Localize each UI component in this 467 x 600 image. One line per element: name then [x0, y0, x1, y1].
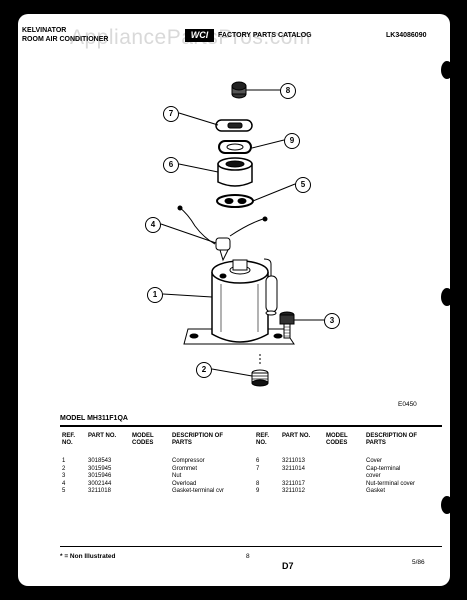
- ref-cell: 6: [256, 458, 260, 464]
- codes-cell: [130, 488, 170, 496]
- callout-9: 9: [284, 133, 300, 149]
- codes-cell: [324, 481, 364, 489]
- part-cell: 3002144: [88, 480, 112, 487]
- catalog-number: LK34086090: [386, 32, 427, 39]
- parts-table-left: REF. NO. PART NO. MODEL CODES DESCRIPTIO…: [60, 433, 238, 496]
- product-type: ROOM AIR CONDITIONER: [22, 36, 109, 43]
- callout-5: 5: [295, 177, 311, 193]
- part-4-overload: [177, 205, 268, 262]
- codes-cell: [324, 473, 364, 481]
- codes-cell: [130, 466, 170, 474]
- table-row: 4 3002144 Overload: [60, 481, 238, 489]
- codes-cell: [130, 481, 170, 489]
- wci-logo: WCI: [185, 29, 214, 42]
- part-3-bolt: [279, 311, 295, 339]
- part-6-cover: [217, 157, 253, 187]
- table-row: 9 3211012 Gasket: [254, 488, 432, 496]
- part-cell: 3018543: [88, 458, 112, 464]
- header-model-codes: MODEL CODES: [326, 433, 348, 446]
- header-part-no: PART NO.: [282, 433, 311, 439]
- part-cell: 3211013: [282, 458, 305, 464]
- desc-cell: Nut-terminal cover: [366, 480, 416, 487]
- footer-note: * = Non Illustrated: [60, 553, 116, 560]
- header-model-codes: MODEL CODES: [132, 433, 154, 446]
- desc-cell: cover: [366, 473, 381, 479]
- header-ref-no: REF. NO.: [256, 433, 270, 446]
- callout-8: 8: [280, 83, 296, 99]
- callout-7: 7: [163, 106, 179, 122]
- codes-cell: [130, 473, 170, 481]
- part-8-nut: [231, 81, 247, 99]
- footer-date: 5/86: [412, 559, 425, 566]
- table-row: 5 3211018 Gasket-terminal cvr: [60, 488, 238, 496]
- desc-cell: Overload: [172, 480, 197, 487]
- diagram-code: E0450: [398, 401, 417, 408]
- part-cell: 3211018: [88, 488, 111, 494]
- part-cell: 3211014: [282, 465, 305, 472]
- part-5-gasket: [216, 194, 254, 208]
- header-part-no: PART NO.: [88, 433, 117, 439]
- exploded-parts-diagram: [160, 81, 324, 387]
- part-cell: 3015945: [88, 465, 112, 472]
- desc-cell: Nut: [172, 473, 182, 479]
- ref-cell: [254, 473, 280, 481]
- part-2-grommet: [251, 354, 269, 387]
- part-cell: [280, 473, 324, 481]
- ref-cell: 2: [62, 465, 66, 472]
- desc-cell: Cover: [366, 458, 383, 464]
- desc-cell: Grommet: [172, 465, 198, 472]
- header-description: DESCRIPTION OF PARTS: [366, 433, 418, 446]
- part-7-cap: [215, 119, 253, 132]
- callout-6: 6: [163, 157, 179, 173]
- table-row: 6 3211013 Cover: [254, 458, 432, 466]
- desc-cell: Gasket-terminal cvr: [172, 488, 225, 494]
- part-1-compressor: [183, 258, 295, 345]
- ref-cell: 1: [62, 458, 66, 464]
- brand-name: KELVINATOR: [22, 27, 67, 34]
- desc-cell: Cap-terminal: [366, 465, 401, 472]
- callout-4: 4: [145, 217, 161, 233]
- desc-cell: Compressor: [172, 458, 205, 464]
- desc-cell: Gasket: [366, 488, 386, 494]
- codes-cell: [130, 458, 170, 466]
- header-description: DESCRIPTION OF PARTS: [172, 433, 224, 446]
- ref-cell: 9: [256, 488, 260, 494]
- callout-3: 3: [324, 313, 340, 329]
- ref-cell: 5: [62, 488, 66, 494]
- ref-cell: 7: [256, 465, 260, 472]
- table-row: 2 3015945 Grommet: [60, 466, 238, 474]
- header-ref-no: REF. NO.: [62, 433, 76, 446]
- codes-cell: [324, 458, 364, 466]
- callout-2: 2: [196, 362, 212, 378]
- page-code: D7: [282, 561, 294, 571]
- ref-cell: 8: [256, 480, 260, 487]
- parts-table-right: REF. NO. PART NO. MODEL CODES DESCRIPTIO…: [254, 433, 432, 496]
- part-9-gasket: [218, 140, 252, 154]
- callout-1: 1: [147, 287, 163, 303]
- part-cell: 3015946: [88, 473, 112, 479]
- model-rule: [60, 425, 442, 427]
- binder-hole-bottom: [441, 496, 450, 514]
- table-row: 3 3015946 Nut: [60, 473, 238, 481]
- binder-hole-middle: [441, 288, 450, 306]
- binder-hole-top: [441, 61, 450, 79]
- table-header-row: REF. NO. PART NO. MODEL CODES DESCRIPTIO…: [254, 433, 432, 447]
- model-number: MODEL MH311F1QA: [60, 415, 128, 422]
- page-index: 8: [246, 553, 250, 560]
- table-header-row: REF. NO. PART NO. MODEL CODES DESCRIPTIO…: [60, 433, 238, 447]
- ref-cell: 4: [62, 480, 66, 487]
- table-row: 1 3018543 Compressor: [60, 458, 238, 466]
- part-cell: 3211017: [282, 480, 305, 487]
- catalog-page: AppliancePartsPros.com KELVINATOR ROOM A…: [18, 14, 450, 586]
- table-row: cover: [254, 473, 432, 481]
- table-row: 8 3211017 Nut-terminal cover: [254, 481, 432, 489]
- footer-rule: [60, 546, 442, 547]
- ref-cell: 3: [62, 473, 66, 479]
- table-row: 7 3211014 Cap-terminal: [254, 466, 432, 474]
- catalog-title: FACTORY PARTS CATALOG: [218, 32, 312, 39]
- codes-cell: [324, 466, 364, 474]
- part-cell: 3211012: [282, 488, 305, 494]
- codes-cell: [324, 488, 364, 496]
